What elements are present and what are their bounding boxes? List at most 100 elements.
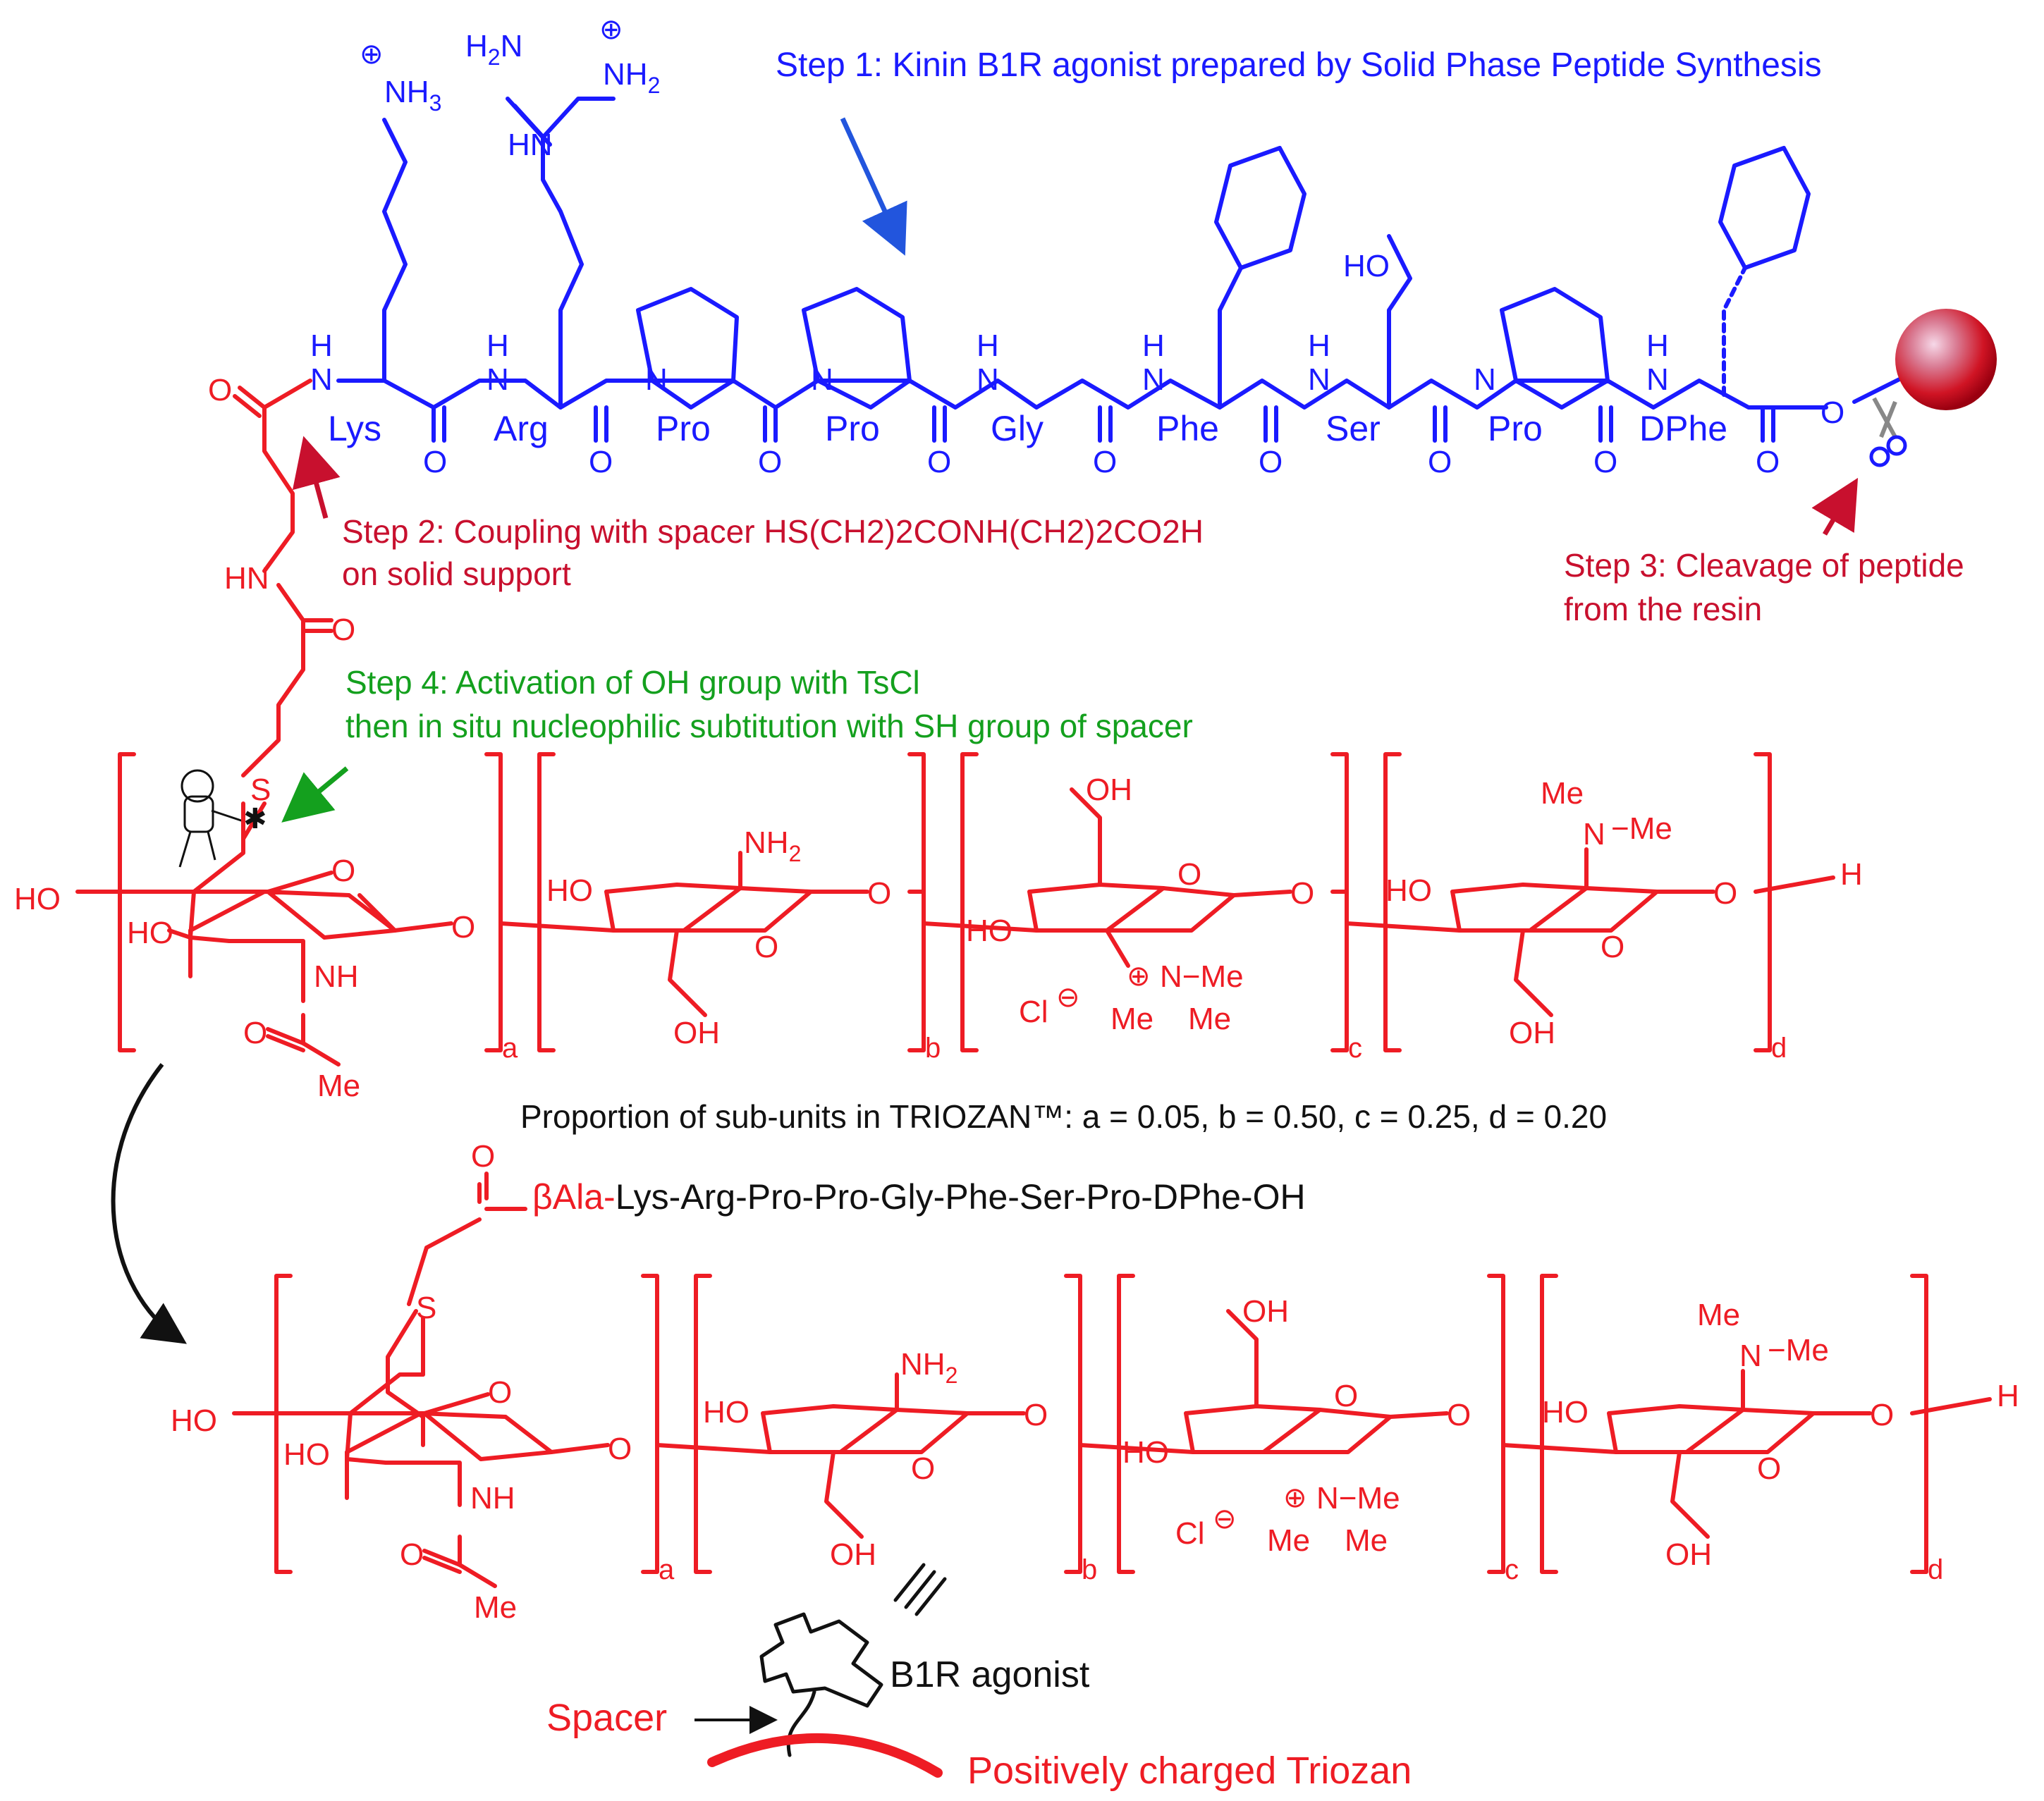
step4-label-line2: then in situ nucleophilic subtitution wi… <box>345 708 1193 744</box>
residue-lys: Lys <box>328 409 381 448</box>
svg-text:O: O <box>451 910 475 945</box>
svg-text:N−Me: N−Me <box>1160 959 1244 994</box>
svg-text:H: H <box>310 328 333 363</box>
svg-text:NH2: NH2 <box>900 1347 957 1388</box>
product-unit-label-c: c <box>1505 1554 1519 1585</box>
svg-text:N: N <box>486 362 509 397</box>
svg-text:⊖: ⊖ <box>1056 982 1080 1013</box>
unit-label-c: c <box>1348 1033 1362 1064</box>
residue-arg: Arg <box>494 409 549 448</box>
svg-text:N: N <box>1308 362 1330 397</box>
svg-text:O: O <box>1870 1398 1894 1432</box>
svg-text:Me: Me <box>1697 1298 1740 1332</box>
svg-text:⊖: ⊖ <box>1213 1504 1237 1535</box>
unit-label-a: a <box>502 1033 518 1064</box>
svg-text:O: O <box>911 1451 935 1486</box>
svg-text:O: O <box>471 1139 495 1174</box>
svg-text:OH: OH <box>1086 773 1132 807</box>
step3-arrow <box>1811 477 1859 536</box>
triozan-surface <box>707 1733 943 1778</box>
svg-text:H: H <box>977 328 999 363</box>
legend-b1r-agonist: B1R agonist <box>890 1654 1090 1695</box>
legend-positively-charged-triozan: Positively charged Triozan <box>967 1750 1412 1792</box>
svg-text:N: N <box>1583 817 1605 852</box>
svg-text:−Me: −Me <box>1768 1333 1829 1367</box>
svg-text:−Me: −Me <box>1611 811 1672 846</box>
svg-text:H: H <box>1308 328 1330 363</box>
svg-text:N−Me: N−Me <box>1316 1481 1400 1516</box>
product-spacer <box>386 1172 527 1447</box>
unit-label-b: b <box>925 1033 941 1064</box>
svg-text:O: O <box>867 876 891 911</box>
svg-text:S: S <box>416 1291 436 1325</box>
svg-text:O: O <box>1713 876 1737 911</box>
svg-text:NH2: NH2 <box>744 825 801 866</box>
svg-text:O: O <box>331 854 355 888</box>
svg-text:NH: NH <box>314 959 359 994</box>
svg-text:Me: Me <box>1267 1523 1310 1558</box>
resin-bead-icon <box>1895 309 1997 410</box>
peptide-backbone <box>336 97 1906 443</box>
svg-text:Me: Me <box>1541 776 1584 811</box>
svg-text:H: H <box>486 328 509 363</box>
svg-text:HO: HO <box>546 873 593 908</box>
svg-text:HO: HO <box>171 1403 217 1438</box>
svg-text:O: O <box>758 445 782 479</box>
svg-text:N: N <box>1142 362 1165 397</box>
svg-text:O: O <box>1259 445 1283 479</box>
residue-gly: Gly <box>991 409 1044 448</box>
svg-text:H: H <box>1997 1379 2019 1413</box>
svg-text:N: N <box>645 362 668 397</box>
svg-text:HN: HN <box>224 561 269 596</box>
svg-text:Cl: Cl <box>1019 995 1048 1029</box>
svg-text:O: O <box>1334 1379 1358 1413</box>
cartoon-legend <box>694 1563 947 1778</box>
svg-text:O: O <box>1024 1398 1048 1432</box>
svg-text:O: O <box>331 613 355 647</box>
svg-text:N: N <box>310 362 333 397</box>
b1r-agonist-shape <box>759 1612 883 1708</box>
svg-text:O: O <box>1757 1451 1781 1486</box>
svg-text:H: H <box>1646 328 1669 363</box>
spacer-chain <box>233 379 333 841</box>
step3-label-line2: from the resin <box>1564 591 1762 627</box>
svg-text:⊕: ⊕ <box>1127 961 1151 992</box>
step4-arrow <box>281 766 349 823</box>
residue-pro-3: Pro <box>1488 409 1543 448</box>
svg-text:O: O <box>208 373 232 407</box>
svg-text:HO: HO <box>1122 1435 1169 1470</box>
svg-text:H: H <box>1840 857 1863 892</box>
svg-text:O: O <box>608 1432 632 1466</box>
triozan-polymer-product: HO HO O O NH O Me NH2 HO O OH O OH HO O … <box>171 1274 2019 1625</box>
svg-text:O: O <box>1756 445 1780 479</box>
svg-text:HO: HO <box>966 914 1012 948</box>
svg-text:HO: HO <box>1343 249 1390 283</box>
welder-icon: ✱ <box>178 769 267 868</box>
step2-label-line1: Step 2: Coupling with spacer HS(CH2)2CON… <box>342 513 1204 550</box>
svg-text:Me: Me <box>474 1590 517 1625</box>
step1-label: Step 1: Kinin B1R agonist prepared by So… <box>776 47 1822 84</box>
reaction-arrow <box>111 1063 187 1344</box>
svg-text:O: O <box>488 1375 512 1410</box>
svg-text:H: H <box>1142 328 1165 363</box>
svg-text:N: N <box>977 362 999 397</box>
step1-arrow <box>840 117 907 256</box>
product-unit-label-d: d <box>1928 1554 1943 1585</box>
svg-text:O: O <box>1447 1398 1471 1432</box>
svg-text:O: O <box>927 445 951 479</box>
svg-text:S: S <box>250 773 271 807</box>
svg-text:OH: OH <box>1509 1016 1555 1050</box>
svg-text:H2N: H2N <box>465 29 522 70</box>
svg-text:O: O <box>1093 445 1117 479</box>
svg-text:HO: HO <box>283 1437 330 1472</box>
svg-text:O: O <box>1593 445 1617 479</box>
proportion-text: Proportion of sub-units in TRIOZAN™: a =… <box>520 1098 1607 1135</box>
svg-text:Me: Me <box>1188 1002 1231 1036</box>
svg-text:HO: HO <box>1385 873 1432 908</box>
svg-text:O: O <box>754 930 778 964</box>
residue-pro-2: Pro <box>825 409 880 448</box>
svg-text:OH: OH <box>830 1537 876 1572</box>
svg-text:Cl: Cl <box>1175 1516 1205 1551</box>
svg-text:NH: NH <box>470 1481 515 1516</box>
svg-text:HO: HO <box>703 1395 749 1430</box>
